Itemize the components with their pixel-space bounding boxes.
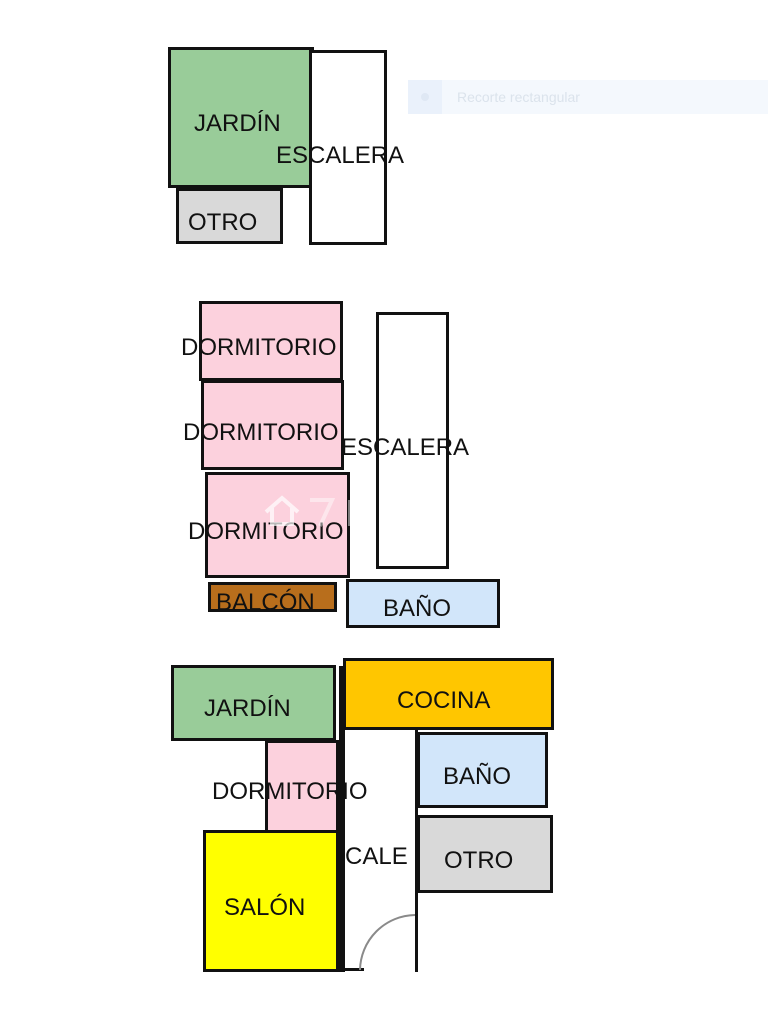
snip-mode-button[interactable] (408, 80, 442, 114)
room-escalera-top (309, 50, 387, 245)
label-otro-top: OTRO (188, 209, 258, 236)
room-otro-top (176, 188, 283, 244)
label-dormitorio-bottom: DORMITORIO (212, 778, 368, 805)
room-salon (203, 830, 339, 972)
room-escalera-middle (376, 312, 449, 569)
room-jardin-bottom (171, 665, 336, 741)
label-escalera-middle: ESCALERA (341, 434, 470, 461)
room-otro-bottom (417, 815, 553, 893)
room-dormitorio-2 (201, 380, 344, 470)
label-cocina: COCINA (397, 687, 491, 714)
room-dormitorio-1 (199, 301, 343, 381)
snip-toolbar[interactable]: Recorte rectangular (408, 80, 768, 114)
room-dormitorio-bottom (265, 740, 339, 834)
label-escalera-bottom: CALE (345, 843, 408, 870)
label-escalera-top: ESCALERA (276, 142, 405, 169)
label-salon: SALÓN (224, 894, 306, 921)
label-dormitorio-3: DORMITORIO (188, 518, 344, 545)
room-bano-middle (346, 579, 500, 628)
dot-icon (421, 93, 429, 101)
stair-wall-right (415, 730, 418, 972)
label-dormitorio-2: DORMITORIO (183, 419, 339, 446)
label-jardin-bottom: JARDÍN (204, 695, 291, 722)
door-swing-icon (359, 914, 416, 971)
stair-wall-left (339, 666, 345, 972)
label-otro-bottom: OTRO (444, 847, 514, 874)
room-balcon (208, 582, 337, 612)
label-dormitorio-1: DORMITORIO (181, 334, 337, 361)
label-bano-bottom: BAÑO (443, 763, 512, 790)
label-bano-middle: BAÑO (383, 595, 452, 622)
room-cocina (343, 658, 554, 730)
label-balcon: BALCÓN (216, 589, 315, 616)
room-jardin-top (168, 47, 314, 188)
room-bano-bottom (417, 732, 548, 808)
label-jardin-top: JARDÍN (194, 110, 281, 137)
snip-mode-label: Recorte rectangular (457, 89, 580, 105)
stair-wall-bottom (339, 968, 364, 971)
